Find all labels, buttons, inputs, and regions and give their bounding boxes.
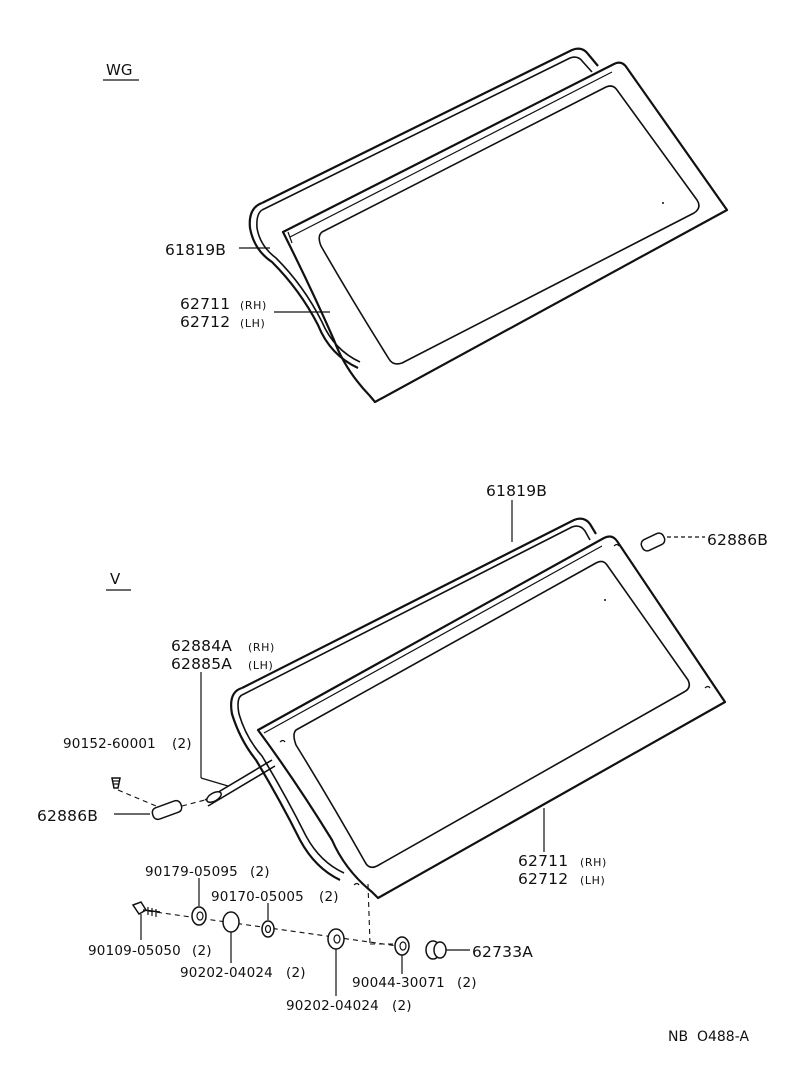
- diagram-code: NB O488-A: [668, 1029, 749, 1045]
- v-screw: [111, 777, 157, 807]
- wg-section-label: WG: [106, 61, 132, 79]
- v-hinge-lh-part-number: 62885A: [171, 655, 232, 673]
- v-section: V: [37, 482, 768, 1014]
- wg-glass-rh-side: (RH): [240, 299, 267, 312]
- v-hatch-window-glass: [256, 535, 727, 900]
- v-latch-top-part-number: 62886B: [707, 531, 768, 549]
- v-hinge-leader-diagonal: [200, 777, 229, 787]
- v-washer-a: [261, 920, 275, 938]
- v-hinge-rh-part-number: 62884A: [171, 637, 232, 655]
- wg-quarter-window-glass: [281, 61, 729, 404]
- v-collar: [191, 906, 207, 926]
- v-glass-rh-side: (RH): [580, 856, 607, 869]
- v-washer-c-qty: (2): [392, 998, 412, 1014]
- v-nut-part-number: 90044-30071: [352, 975, 445, 991]
- v-cap-part-number: 62733A: [472, 943, 533, 961]
- v-washer-b-qty: (2): [286, 965, 306, 981]
- v-seal-part-number: 61819B: [486, 482, 547, 500]
- v-collar-qty: (2): [250, 864, 270, 880]
- v-latch-top-right: [640, 532, 705, 552]
- v-screw-qty: (2): [172, 736, 192, 752]
- v-bolt-part-number: 90109-05050: [88, 943, 181, 959]
- v-nut-qty: (2): [457, 975, 477, 991]
- v-cap: [425, 940, 470, 960]
- wg-glass-rh-part-number: 62711: [180, 295, 230, 313]
- v-washer-c: [327, 928, 345, 950]
- v-washer-b-part-number: 90202-04024: [180, 965, 273, 981]
- v-washer-b: [222, 911, 240, 933]
- v-washer-c-part-number: 90202-04024: [286, 998, 379, 1014]
- v-nut: [394, 936, 410, 956]
- v-hardware-chain: [131, 883, 470, 960]
- wg-seal-part-number: 61819B: [165, 241, 226, 259]
- v-glass-rh-part-number: 62711: [518, 852, 568, 870]
- v-latch-left-part-number: 62886B: [37, 807, 98, 825]
- v-latch-left: [151, 799, 206, 821]
- wg-seal-weatherstrip: [248, 47, 599, 369]
- v-bolt: [131, 901, 161, 917]
- wg-glass-lh-part-number: 62712: [180, 313, 230, 331]
- wg-section: WG 61819B 62711 (RH) 62712 (LH): [103, 47, 729, 404]
- v-seal-weatherstrip: [230, 517, 597, 881]
- v-glass-lh-part-number: 62712: [518, 870, 568, 888]
- v-glass-lh-side: (LH): [580, 874, 605, 887]
- v-section-label: V: [110, 570, 121, 588]
- v-hinge-rh-side: (RH): [248, 641, 275, 654]
- v-washer-a-qty: (2): [319, 889, 339, 905]
- v-hinge-stay: [204, 759, 276, 807]
- v-hinge-lh-side: (LH): [248, 659, 273, 672]
- v-screw-part-number: 90152-60001: [63, 736, 156, 752]
- v-washer-a-part-number: 90170-05005: [211, 889, 304, 905]
- wg-glass-lh-side: (LH): [240, 317, 265, 330]
- v-bolt-qty: (2): [192, 943, 212, 959]
- v-collar-part-number: 90179-05095: [145, 864, 238, 880]
